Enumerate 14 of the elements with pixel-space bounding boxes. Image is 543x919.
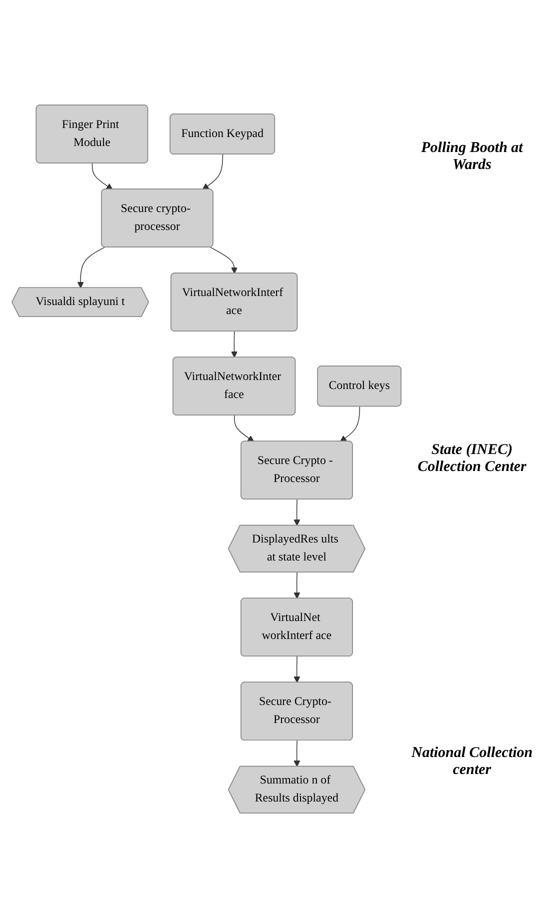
arrow <box>210 247 238 274</box>
arrow <box>294 572 300 600</box>
section-label: National Collection center <box>410 744 534 779</box>
arrow <box>231 332 238 358</box>
arrow <box>234 416 254 442</box>
arrow <box>294 740 300 768</box>
section-label: Polling Booth at Wards <box>420 140 524 174</box>
arrow <box>294 656 300 684</box>
arrow <box>340 406 360 442</box>
arrow <box>294 500 300 526</box>
arrow <box>202 154 224 190</box>
arrow <box>77 247 105 289</box>
arrow <box>92 163 113 190</box>
section-label: State (INEC) Collection Center <box>416 442 528 476</box>
